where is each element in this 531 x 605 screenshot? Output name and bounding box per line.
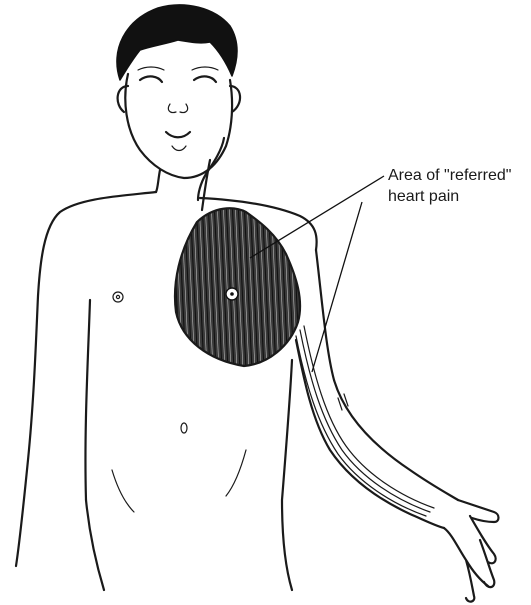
callout-line-2: heart pain [388, 186, 511, 207]
right-eyebrow [192, 67, 218, 70]
neck-right [198, 138, 224, 200]
arm-pain-strand-3 [296, 336, 426, 516]
arm-pain-strand-2 [304, 326, 434, 508]
left-eyebrow [138, 67, 164, 70]
right-nipple-center [230, 292, 234, 296]
hand [444, 500, 499, 602]
torso-left [86, 500, 104, 590]
left-eye [140, 76, 162, 82]
abdomen-line-right [226, 450, 246, 496]
right-eye [194, 76, 216, 82]
nose [168, 104, 187, 113]
head-outline [125, 74, 232, 178]
arm-pain-strand-1 [300, 330, 430, 512]
navel [181, 423, 187, 433]
neck-left [156, 170, 160, 192]
hair [117, 5, 237, 80]
neck-strand [202, 160, 210, 210]
callout-label: Area of "referred" heart pain [388, 165, 511, 207]
right-arm-inner [296, 340, 444, 528]
mouth [166, 132, 190, 137]
left-nipple [113, 292, 123, 302]
inner-arm-line [85, 300, 90, 500]
left-nipple-center [116, 295, 119, 298]
callout-line-1: Area of "referred" [388, 165, 511, 186]
chin [172, 146, 186, 151]
torso-right [282, 360, 292, 590]
abdomen-line-left [112, 470, 134, 512]
